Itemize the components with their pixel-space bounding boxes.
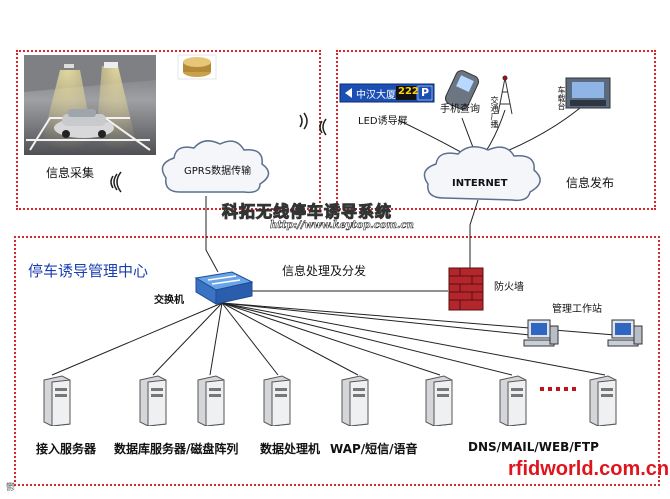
- info-release-frame: [336, 50, 656, 210]
- switch-icon: [194, 271, 254, 305]
- car-label: 车载台: [557, 86, 566, 110]
- gprs-cloud-shape: [161, 140, 270, 194]
- firewall-internet-link: [469, 199, 479, 268]
- radio-tower-icon: [497, 75, 513, 115]
- led-sign-image: [339, 83, 435, 103]
- switch-label: 交换机: [154, 295, 184, 306]
- processing-server-icon: [263, 375, 291, 426]
- corner-glyph: 鬱: [6, 483, 16, 493]
- db-server-label: 数据库服务器/磁盘阵列: [114, 442, 239, 456]
- phone-icon: [444, 70, 480, 110]
- processing-server-label: 数据处理机: [260, 442, 321, 456]
- access-server-icon: [43, 375, 71, 426]
- workstation-label: 管理工作站: [552, 304, 602, 315]
- dns-server-icon-1: [425, 375, 453, 426]
- management-center-frame: [14, 236, 660, 486]
- wireless-wave-left: [110, 171, 122, 193]
- firewall-label: 防火墙: [494, 282, 524, 293]
- workstation-icon-right: [607, 319, 643, 347]
- site-watermark: rfidworld.com.cn: [508, 458, 670, 480]
- gprs-switch-link: [205, 196, 219, 273]
- wap-server-icon: [341, 375, 369, 426]
- watermark-url: http://www.keytop.com.cn: [270, 220, 414, 232]
- led-sign-p: P: [421, 86, 430, 99]
- dns-server-label: DNS/MAIL/WEB/FTP: [468, 440, 599, 454]
- server-ellipsis-dots: [540, 387, 576, 391]
- watermark-company: 科拓无线停车诱导系统: [221, 202, 393, 222]
- dns-server-icon-2: [499, 375, 527, 426]
- led-sign-number: 222: [398, 86, 419, 97]
- processing-label: 信息处理及分发: [282, 264, 367, 278]
- switch-server-links: [51, 302, 616, 376]
- car-terminal-image: [565, 77, 611, 109]
- led-label: LED诱导屏: [358, 116, 408, 127]
- db-server-icon-2: [197, 375, 225, 426]
- parking-lot-image: [24, 55, 156, 155]
- info-release-label: 信息发布: [566, 176, 615, 190]
- firewall-icon: [448, 267, 484, 311]
- gprs-label: GPRS数据传输: [184, 166, 252, 177]
- access-server-label: 接入服务器: [36, 442, 97, 456]
- internet-cloud-shape: [423, 146, 541, 202]
- workstation-icon-left: [523, 319, 559, 347]
- phone-label: 手机查询: [440, 104, 480, 115]
- dns-server-icon-3: [589, 375, 617, 426]
- sensor-device-image: [177, 54, 217, 80]
- center-title: 停车诱导管理中心: [28, 262, 149, 280]
- info-collection-label: 信息采集: [46, 166, 95, 180]
- internet-label: INTERNET: [452, 178, 508, 189]
- wap-server-label: WAP/短信/语音: [330, 442, 418, 456]
- radio-label: 交通广播: [490, 96, 499, 128]
- wireless-wave-middle: [299, 112, 327, 136]
- led-sign-text: 中汉大厦: [356, 90, 396, 101]
- db-server-icon-1: [139, 375, 167, 426]
